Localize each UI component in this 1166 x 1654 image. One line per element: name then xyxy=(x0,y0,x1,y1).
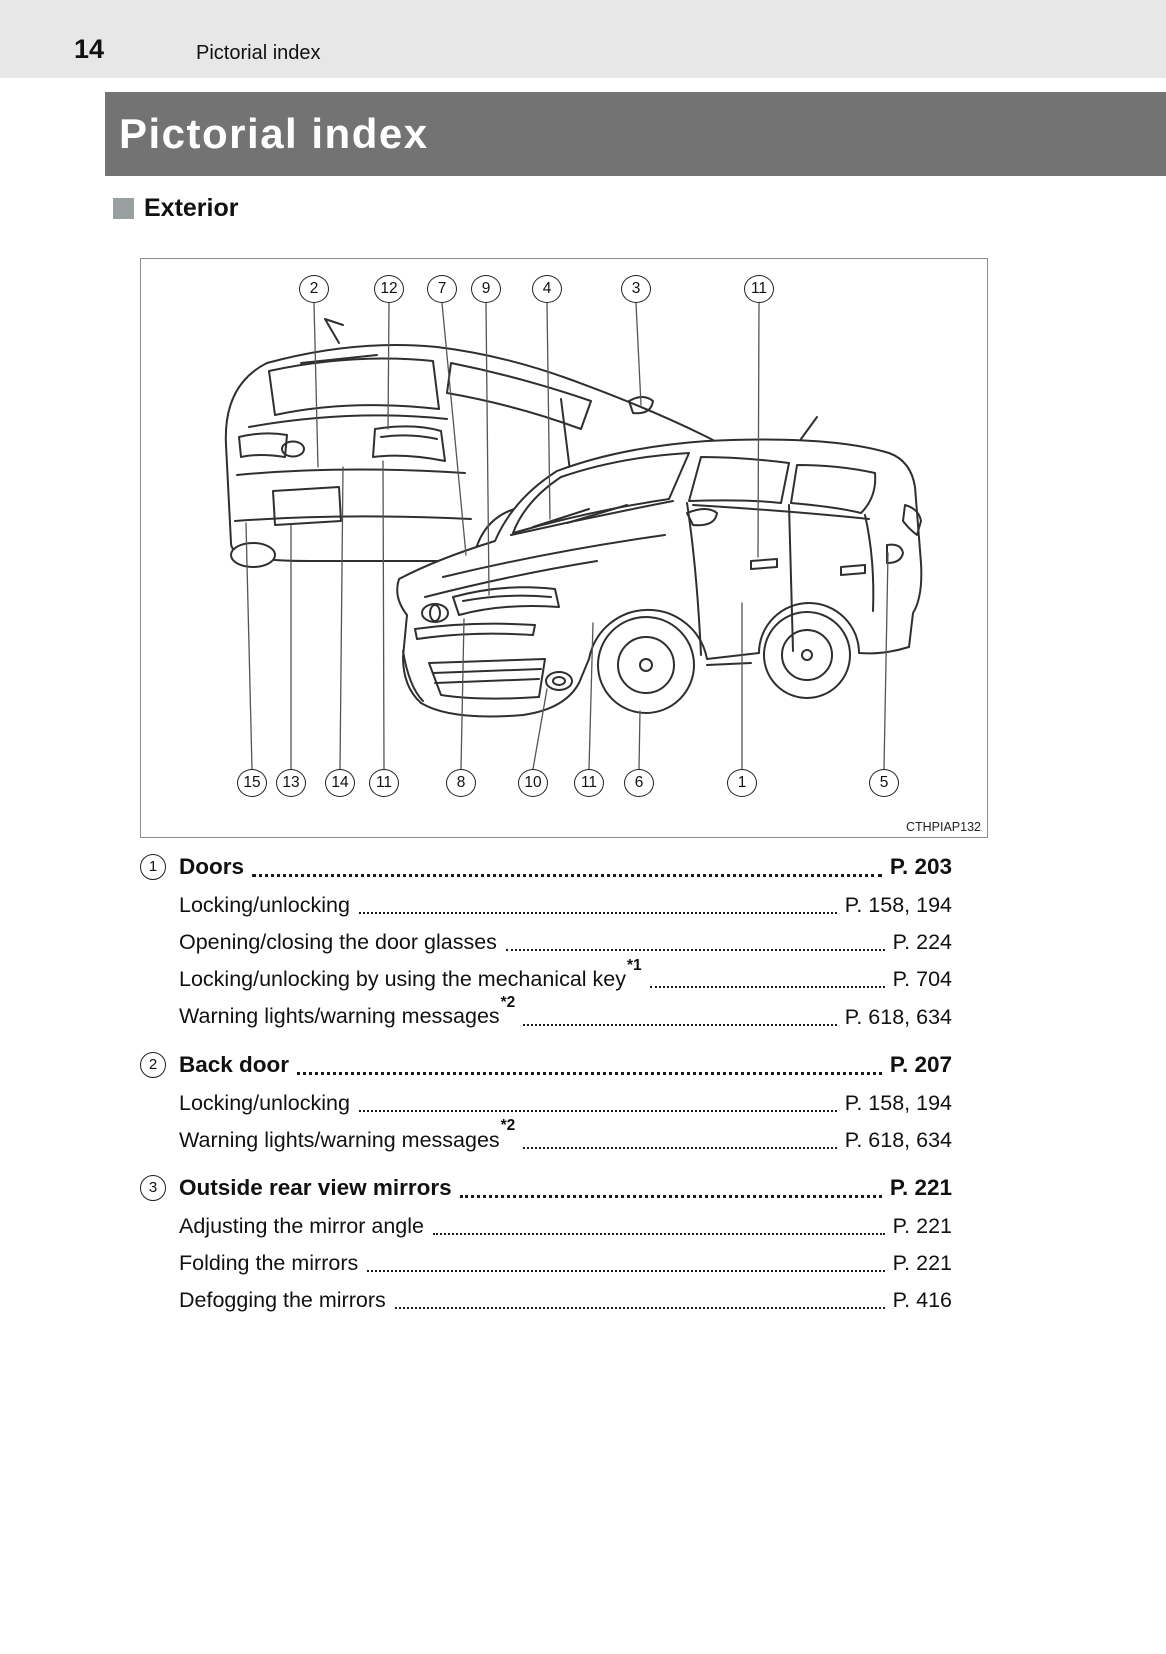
page-ref: P. 158, 194 xyxy=(844,1090,952,1115)
callout-circle: 5 xyxy=(869,769,899,797)
footnote-marker: *2 xyxy=(500,1117,516,1135)
running-header-strip xyxy=(0,0,1166,78)
footnote-marker: *1 xyxy=(627,956,642,974)
callout-circle: 12 xyxy=(374,275,404,303)
page-ref: P. 203 xyxy=(889,854,952,879)
leader-dots xyxy=(297,1071,882,1075)
car-diagram xyxy=(224,302,923,770)
callout-circle: 11 xyxy=(369,769,399,797)
index-subentry: Locking/unlocking P. 158, 194 xyxy=(140,1082,952,1119)
figure-code: CTHPIAP132 xyxy=(905,820,981,834)
list-item-title: Doors xyxy=(179,854,245,879)
index-entry-back-door: 2 Back door P. 207 xyxy=(140,1048,952,1082)
leader-dots xyxy=(505,949,885,952)
page-title: Pictorial index xyxy=(119,110,429,157)
index-list: 1 Doors P. 203 Locking/unlocking P. 158,… xyxy=(140,850,952,1316)
leader-dots xyxy=(523,1146,837,1149)
section-heading-label: Exterior xyxy=(144,194,239,222)
callout-circle: 14 xyxy=(325,769,355,797)
callout-circle: 3 xyxy=(621,275,651,303)
list-item-number: 2 xyxy=(140,1051,166,1078)
subentry-label: Opening/closing the door glasses xyxy=(179,930,497,955)
leader-dots xyxy=(358,1109,837,1112)
subentry-label: Adjusting the mirror angle xyxy=(179,1214,424,1239)
leader-dots xyxy=(432,1233,885,1236)
section-heading: Exterior xyxy=(113,194,238,223)
page-number: 14 xyxy=(74,34,105,64)
list-item-title: Back door xyxy=(179,1051,290,1077)
callout-circle: 8 xyxy=(446,769,476,797)
callout-circle: 9 xyxy=(471,275,501,303)
subentry-label: Warning lights/warning messages*2 xyxy=(179,1117,516,1152)
index-entry-doors: 1 Doors P. 203 xyxy=(140,850,952,884)
index-subentry: Warning lights/warning messages*2 P. 618… xyxy=(140,993,952,1032)
list-item-number: 3 xyxy=(140,1174,166,1201)
running-header: Pictorial index xyxy=(196,42,321,64)
subentry-label: Folding the mirrors xyxy=(179,1251,359,1276)
figure-box: 2 12 7 9 4 3 11 15 13 14 11 8 10 11 6 1 … xyxy=(140,258,988,838)
index-subentry: Opening/closing the door glasses P. 224 xyxy=(140,921,952,958)
list-item-number: 1 xyxy=(140,854,166,880)
callout-circle: 15 xyxy=(237,769,267,797)
index-subentry: Locking/unlocking P. 158, 194 xyxy=(140,884,952,921)
page-ref: P. 618, 634 xyxy=(844,1127,952,1152)
leader-dots xyxy=(459,1194,882,1198)
page-ref: P. 224 xyxy=(892,930,952,955)
page-ref: P. 207 xyxy=(889,1051,952,1077)
index-subentry: Folding the mirrors P. 221 xyxy=(140,1242,952,1279)
callout-circle: 11 xyxy=(574,769,604,797)
footnote-marker: *2 xyxy=(500,993,516,1011)
page-title-bar: Pictorial index xyxy=(105,92,1166,176)
callout-circle: 4 xyxy=(532,275,562,303)
page-ref: P. 416 xyxy=(892,1288,952,1313)
subentry-label: Locking/unlocking xyxy=(179,1090,350,1115)
callout-circle: 6 xyxy=(624,769,654,797)
index-entry-mirrors: 3 Outside rear view mirrors P. 221 xyxy=(140,1171,952,1205)
page-ref: P. 158, 194 xyxy=(844,893,952,918)
page-ref: P. 221 xyxy=(892,1214,952,1239)
subentry-label: Locking/unlocking by using the mechanica… xyxy=(179,956,642,992)
callout-circle: 1 xyxy=(727,769,757,797)
subentry-label: Warning lights/warning messages*2 xyxy=(179,993,516,1029)
leader-dots xyxy=(367,1270,885,1273)
index-subentry: Warning lights/warning messages*2 P. 618… xyxy=(140,1117,952,1156)
list-item-title: Outside rear view mirrors xyxy=(179,1174,452,1200)
page-ref: P. 704 xyxy=(892,967,952,992)
callout-circle: 2 xyxy=(299,275,329,303)
subentry-label: Defogging the mirrors xyxy=(179,1288,386,1313)
page-ref: P. 221 xyxy=(889,1174,952,1200)
leader-dots xyxy=(252,874,882,877)
index-subentry: Defogging the mirrors P. 416 xyxy=(140,1279,952,1316)
callout-circle: 7 xyxy=(427,275,457,303)
page-ref: P. 221 xyxy=(892,1251,952,1276)
leader-dots xyxy=(649,986,885,989)
index-subentry: Adjusting the mirror angle P. 221 xyxy=(140,1205,952,1242)
callout-circle: 11 xyxy=(744,275,774,303)
leader-dots xyxy=(358,912,837,915)
leader-dots xyxy=(394,1307,885,1310)
callout-circle: 13 xyxy=(276,769,306,797)
index-subentry: Locking/unlocking by using the mechanica… xyxy=(140,956,952,995)
subentry-label: Locking/unlocking xyxy=(179,893,350,918)
leader-dots xyxy=(523,1023,837,1026)
page-ref: P. 618, 634 xyxy=(844,1004,952,1029)
callout-circle: 10 xyxy=(518,769,548,797)
section-bullet-icon xyxy=(113,198,134,219)
